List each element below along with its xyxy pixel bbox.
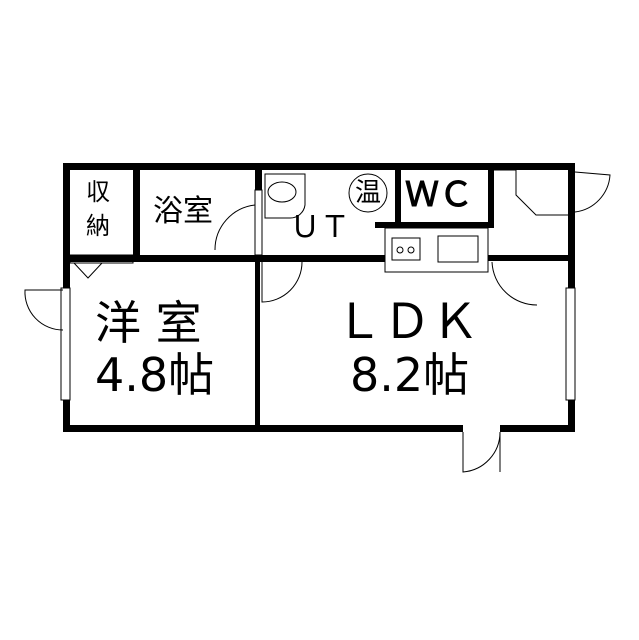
storage-label-2: 納 (86, 212, 110, 240)
water-heater-circle (348, 173, 388, 213)
western-room-size: 4.8帖 (95, 348, 215, 402)
bath-label: 浴室 (153, 194, 213, 229)
ldk-size: 8.2帖 (350, 348, 470, 402)
storage-label-1: 収 (86, 178, 110, 206)
toilet-label: ＷＣ (405, 175, 473, 215)
walls (63, 163, 575, 432)
fixtures (24, 169, 611, 473)
water-heater-label: 温 (355, 178, 382, 208)
western-room-label: 洋 室 (95, 296, 202, 350)
utility-label: ＵＴ (290, 210, 350, 245)
ldk-label: ＬＤＫ (335, 294, 480, 350)
